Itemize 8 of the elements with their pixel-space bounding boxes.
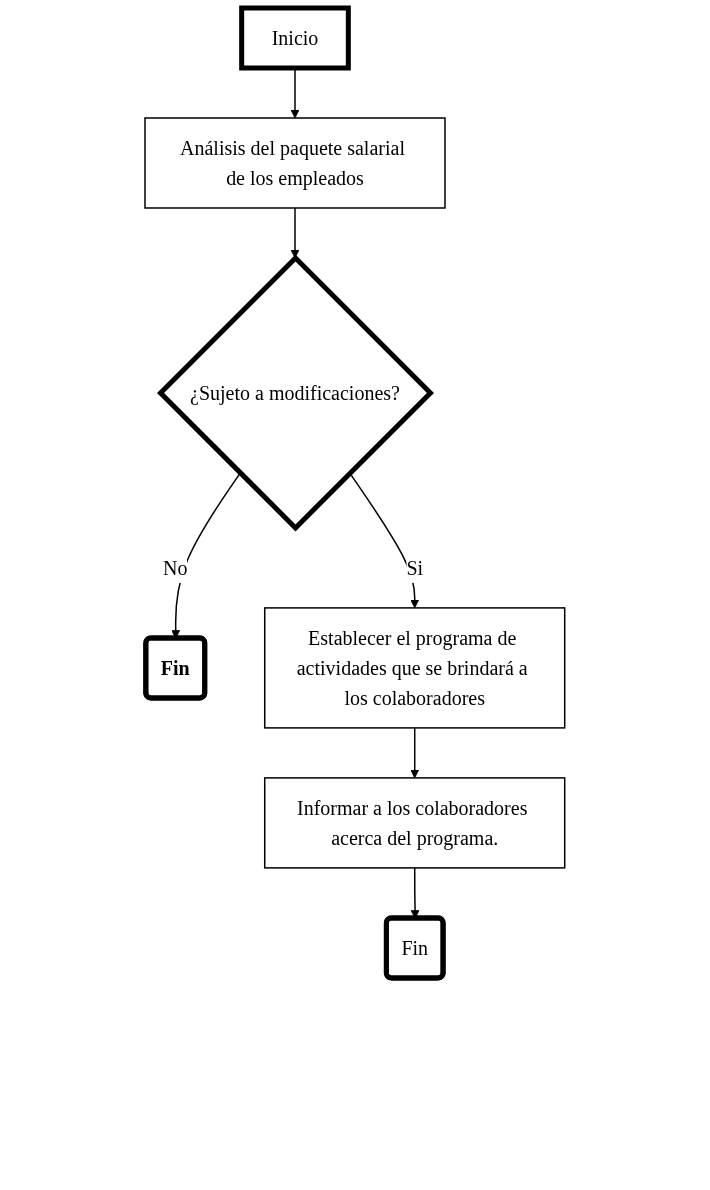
node-box: Establecer el programa de actividades que se brindará a los colaboradores [264,607,566,729]
node-box: Inicio [239,5,351,71]
node-diamond: ¿Sujeto a modificaciones? [157,254,435,532]
edge-label: Si [406,556,424,579]
edge-label: No [163,556,188,579]
node-box: Informar a los colaboradores acerca del programa. [264,777,566,869]
arrow [410,727,420,779]
node-box: Análisis del paquete salarial de los empleados [144,117,446,209]
